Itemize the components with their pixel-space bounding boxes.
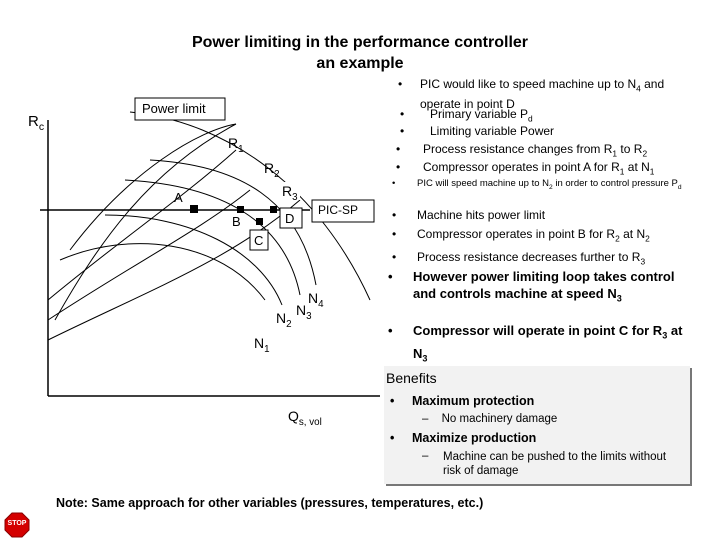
benefits-panel: Benefits • Maximum protection – No machi… (384, 366, 690, 484)
r3-box (276, 182, 300, 200)
speed-curve-n2 (59, 243, 266, 301)
speed-curve-n3 (104, 214, 283, 306)
resistance-curve-r3 (47, 199, 301, 341)
speed-label-n2: N2 (276, 310, 292, 330)
point-label-c: C (254, 233, 264, 248)
curve-label-r3: R3 (282, 183, 298, 203)
benefit-item-1: • Maximum protection (390, 394, 535, 408)
point-d-marker (270, 206, 277, 213)
power-limit-box (134, 97, 226, 121)
footnote: Note: Same approach for other variables … (56, 496, 484, 510)
x-axis-label: Qs, vol (288, 408, 322, 428)
stop-sign-icon[interactable]: STOP (4, 512, 30, 538)
benefit-detail-1: – No machinery damage (422, 413, 558, 425)
speed-label-n4: N4 (308, 290, 324, 310)
bullet-1: • PIC would like to speed machine up to … (398, 77, 665, 112)
resistance-curve-r1 (47, 149, 237, 301)
speed-label-n1: N1 (254, 335, 270, 355)
benefits-heading: Benefits (386, 370, 437, 386)
title-line-1: Power limiting in the performance contro… (191, 34, 529, 51)
resistance-curve-r2 (47, 189, 251, 321)
point-label-a: A (174, 190, 183, 205)
curve-label-r2: R2 (264, 160, 280, 180)
surge-line (54, 123, 237, 321)
d-box (279, 207, 303, 229)
benefit-item-2: • Maximize production (390, 431, 537, 445)
curve-label-r1: R1 (228, 135, 244, 155)
speed-label-n3: N3 (296, 302, 312, 322)
y-axis-label: Rc (28, 113, 45, 133)
pic-sp-box (311, 199, 375, 223)
point-label-b: B (232, 214, 241, 229)
stop-sign-label: STOP (7, 520, 27, 527)
point-a-marker (190, 205, 198, 213)
page-title: Power limiting in the performance contro… (0, 32, 720, 74)
point-label-d: D (285, 211, 295, 226)
c-box (249, 229, 269, 251)
point-b-marker (237, 206, 244, 213)
point-bc-marker (256, 218, 263, 225)
power-limit-label: Power limit (142, 101, 206, 116)
title-line-2: an example (316, 55, 404, 72)
speed-curve-n5 (149, 159, 317, 286)
pic-sp-label: PIC-SP (318, 203, 359, 217)
speed-curve-n1 (69, 123, 237, 251)
